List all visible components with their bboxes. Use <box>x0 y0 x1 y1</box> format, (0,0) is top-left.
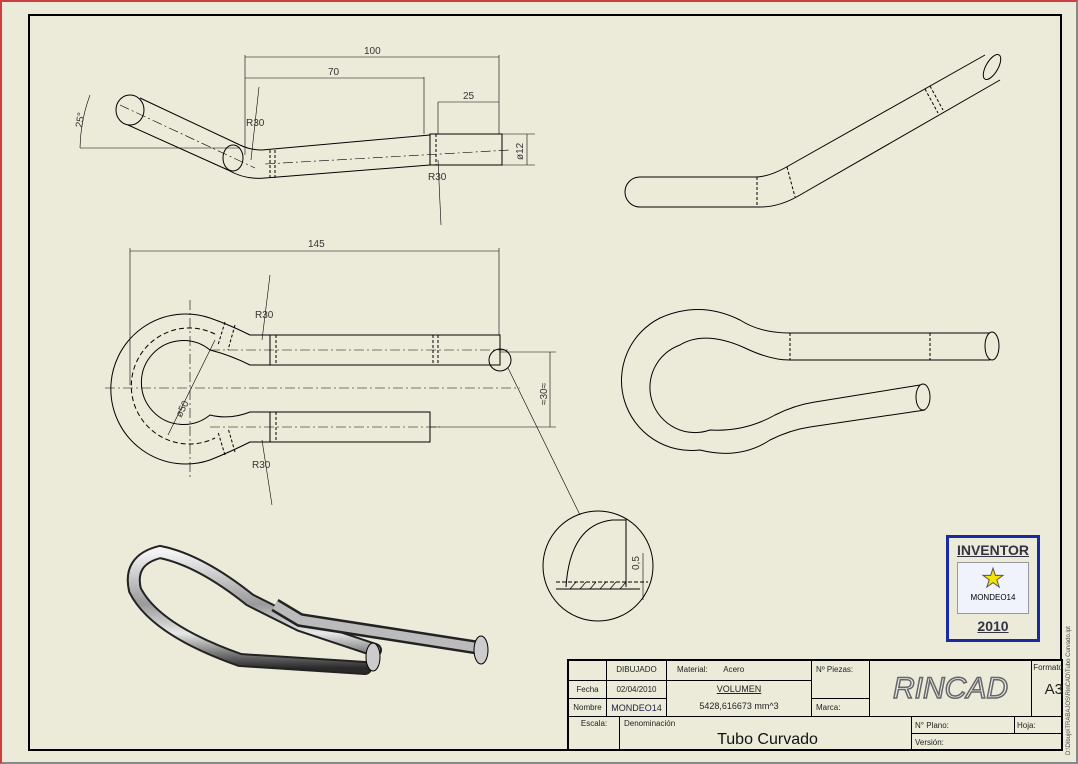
tb-fecha-label: Fecha <box>569 681 607 699</box>
material-value: Acero <box>723 665 745 674</box>
tb-piezas: Nº Piezas: <box>812 661 870 699</box>
title-block: DIBUJADO Material: Acero Nº Piezas: RINC… <box>567 659 1063 751</box>
dim-r30-top-b: R30 <box>428 172 447 183</box>
dim-70: 70 <box>328 67 340 78</box>
drawing-frame <box>28 14 1062 751</box>
plan-view <box>105 248 581 516</box>
tb-hoja: Hoja: <box>1015 717 1063 734</box>
tb-marca: Marca: <box>812 699 870 717</box>
dim-angle: 25° <box>74 112 87 129</box>
denominacion-label: Denominación <box>624 719 676 728</box>
tb-material: Material: Acero <box>667 661 812 681</box>
detail-view <box>542 510 654 622</box>
dim-detail: 0,5 <box>631 556 642 570</box>
tb-fecha-value: 02/04/2010 <box>607 681 667 699</box>
dim-r30-plan-b: R30 <box>252 460 271 471</box>
logo-title: INVENTOR <box>956 542 1030 558</box>
tb-dibujado: DIBUJADO <box>607 661 667 681</box>
logo-year: 2010 <box>977 618 1009 634</box>
tb-version: Versión: <box>915 738 944 747</box>
volumen-label: VOLUMEN <box>716 684 762 694</box>
dim-25: 25 <box>463 91 475 102</box>
star-icon: ★ <box>981 563 1005 594</box>
iso-view-loop <box>621 309 1000 454</box>
dim-dia50: ø50 <box>174 399 192 420</box>
file-path: D:\Dibujo\TRABAJOS\RinCAD\Tubo Curvado.i… <box>1066 626 1072 755</box>
top-view <box>79 55 535 226</box>
dim-100: 100 <box>364 46 381 57</box>
formato-value: A3 <box>1044 681 1063 698</box>
denominacion-value: Tubo Curvado <box>717 731 818 748</box>
dim-r30-top-a: R30 <box>246 118 265 129</box>
tb-blank <box>569 661 607 681</box>
tb-escala: Escala: <box>569 717 620 751</box>
dim-30: ≈30≈ <box>539 382 550 405</box>
logo-caption: MONDEO14 <box>970 593 1016 602</box>
tb-volumen: VOLUMEN 5428,616673 mm^3 <box>667 681 812 717</box>
inventor-logo: INVENTOR ★ MONDEO14 2010 <box>946 535 1040 642</box>
material-label: Material: <box>677 665 708 674</box>
rincad-logo: RINCAD <box>870 661 1032 717</box>
tb-plano: N° Plano: <box>912 717 1015 734</box>
iso-view-top <box>624 54 1002 208</box>
dim-145: 145 <box>308 239 325 250</box>
dim-dia12: ø12 <box>515 142 526 160</box>
tb-nombre-value: MONDEO14 <box>607 699 667 717</box>
dim-r30-plan-a: R30 <box>255 310 274 321</box>
tb-nombre-label: Nombre <box>569 699 607 717</box>
formato-label: Formato <box>1033 663 1063 672</box>
render-3d <box>126 544 489 675</box>
volumen-value: 5428,616673 mm^3 <box>699 701 779 711</box>
